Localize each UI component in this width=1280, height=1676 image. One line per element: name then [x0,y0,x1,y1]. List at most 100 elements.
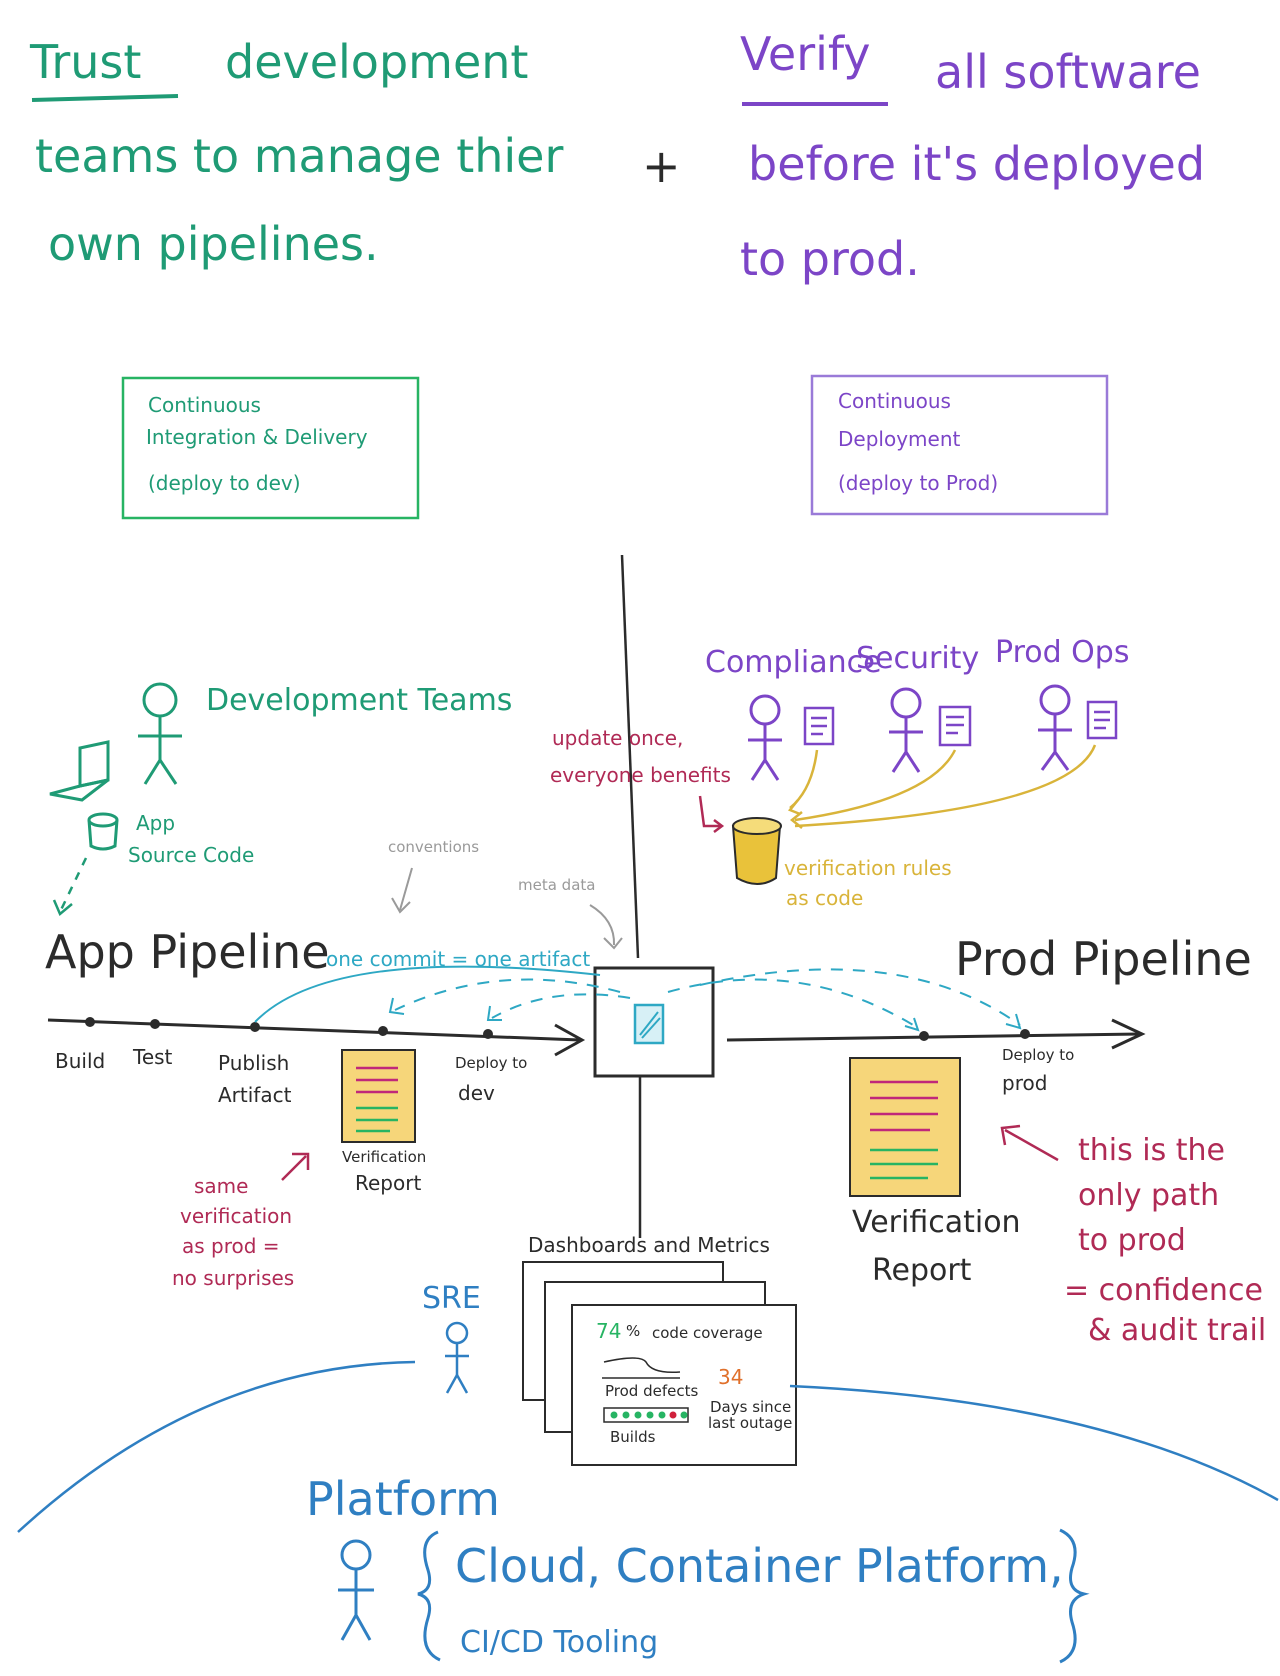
prod-report-label-2: Report [872,1253,972,1288]
dev-verification-report-icon [341,1049,416,1143]
conventions-label: conventions [388,838,479,856]
stage-dot-build [85,1017,95,1027]
days-since-label-2: last outage [708,1414,792,1432]
stakeholders: Compliance Security Prod Ops [705,635,1129,829]
rules-as-code: verification rules as code [731,817,952,910]
prod-defects-sparkline [603,1357,681,1374]
ci-box-border [121,376,420,520]
app-pipeline-title: App Pipeline [45,925,330,979]
prod-report-label-1: Verification [852,1205,1021,1240]
ci-box: Continuous Integration & Delivery (deplo… [121,376,420,520]
only-path-line4: = confidence [1064,1273,1263,1308]
stage-dot-test [150,1019,160,1029]
dashboards-title: Dashboards and Metrics [528,1233,770,1257]
source-to-pipeline-arrow [58,857,88,913]
stage-dot-publish [250,1022,260,1032]
headline-right-line3: to prod. [740,232,920,286]
ci-box-line3: (deploy to dev) [148,471,301,495]
headline-plus: + [642,139,681,193]
stage-publish-label-1: Publish [218,1051,289,1075]
dashboard-front [571,1304,797,1466]
artifact-box [593,966,715,1078]
metadata-arrow [589,904,623,950]
same-note-line2: verification [180,1204,292,1228]
stage-dot-verify [378,1026,388,1036]
headline-left-line1: development [225,35,528,89]
cd-box-line3: (deploy to Prod) [838,471,998,495]
same-note-line4: no surprises [172,1266,294,1290]
rules-bucket-rim [732,817,782,835]
artifact-to-verify-arrow [394,978,621,1011]
only-path-line1: this is the [1078,1133,1225,1168]
stage-dot-prod-verify [919,1031,929,1041]
headline-left: Trust development teams to manage thier … [29,35,563,271]
security-document-icon [938,705,972,747]
prodops-person-icon [1038,684,1072,771]
trust-underline [31,94,179,102]
prod-pipeline-stage-dots [919,1029,1030,1041]
builds-label: Builds [610,1428,656,1446]
source-arrowhead [52,899,73,917]
source-code-label-1: App [136,811,175,835]
same-note-line3: as prod = [182,1234,280,1258]
stakeholder-security-label: Security [856,641,979,676]
headline-right-line1: all software [935,45,1201,99]
stakeholder-prodops-label: Prod Ops [995,635,1129,670]
developer-person-icon [138,682,182,785]
cd-box-border [810,374,1109,516]
stage-test-label: Test [132,1045,173,1069]
headline-right-line2: before it's deployed [748,137,1205,191]
publish-to-artifact-arrow [254,965,601,1023]
platform-right-brace [1059,1528,1090,1664]
same-verification-note: same verification as prod = no surprises [172,1152,310,1290]
update-once-line2: everyone benefits [550,763,731,787]
rules-bucket-icon [731,825,782,885]
app-pipeline-stage-dots [85,1017,493,1039]
stakeholder-compliance-label: Compliance [705,645,882,680]
platform-title: Platform [306,1472,500,1526]
platform-person-icon [338,1539,374,1641]
stage-build-label: Build [55,1049,105,1073]
dev-report-label-2: Report [355,1171,421,1195]
same-note-line1: same [194,1174,248,1198]
prod-pipeline-line [726,1018,1146,1050]
only-path-note: this is the only path to prod = confiden… [1000,1124,1266,1348]
cd-box: Continuous Deployment (deploy to Prod) [810,374,1109,516]
conventions-arrow [391,867,413,914]
only-path-line5: & audit trail [1088,1313,1266,1348]
dashboard-stack: 74 % code coverage Prod defects Builds 3… [522,1261,797,1466]
security-person-icon [889,687,923,773]
dev-teams-label: Development Teams [206,683,512,718]
stage-deploy-dev-label-1: Deploy to [455,1054,527,1072]
platform-horizon-arc [17,1360,1279,1533]
dev-report-label-1: Verification [342,1148,426,1166]
stage-deploy-prod-label-1: Deploy to [1002,1046,1074,1064]
compliance-document-icon [803,706,835,746]
artifact-to-deploy-prod-arrow [699,968,1021,1026]
cd-box-line2: Deployment [838,427,960,451]
headline-verify: Verify [740,27,871,81]
coverage-value: 74 [596,1319,621,1343]
days-since-value: 34 [718,1365,743,1389]
artifact-flow-arrows [254,965,1022,1032]
prodops-document-icon [1086,700,1118,740]
divider-top [620,554,640,959]
builds-status-dots [603,1407,689,1423]
stage-deploy-dev-label-2: dev [458,1081,495,1105]
headline-left-line3: own pipelines. [48,217,379,271]
update-once-line1: update once, [552,726,683,750]
prod-defects-label: Prod defects [605,1382,698,1400]
prod-pipeline-title: Prod Pipeline [955,932,1252,986]
stage-deploy-prod-label-2: prod [1002,1071,1047,1095]
headline-left-line2: teams to manage thier [35,129,563,183]
rules-feed-arrows [787,744,1097,829]
coverage-label: code coverage [652,1324,763,1342]
stage-dot-deploy-prod [1020,1029,1030,1039]
headline-right: Verify all software before it's deployed… [740,27,1205,286]
coverage-unit: % [626,1322,640,1340]
source-code-label-2: Source Code [128,843,254,867]
source-code-repo-icon [87,812,119,851]
metadata-label: meta data [518,876,595,894]
prod-verification-report-icon [849,1057,961,1197]
